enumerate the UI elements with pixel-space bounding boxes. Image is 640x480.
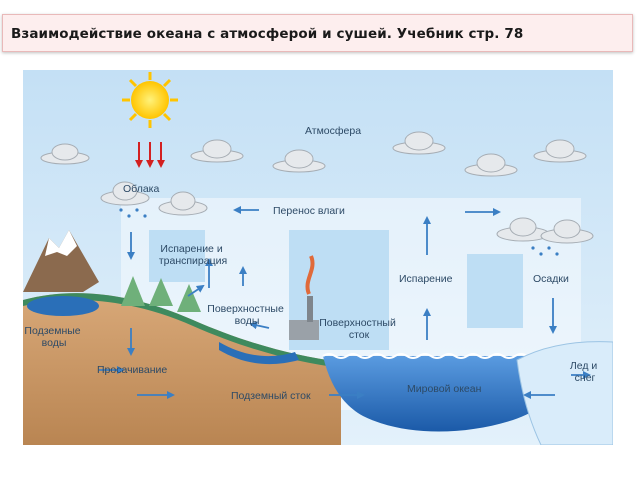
clouds	[40, 131, 594, 244]
label-ice-snow: Лед и снег	[570, 360, 600, 384]
label-groundwater: Подземные воды	[24, 325, 83, 349]
sun-icon	[122, 72, 178, 128]
label-world-ocean: Мировой океан	[407, 383, 482, 395]
page-title: Взаимодействие океана с атмосферой и суш…	[11, 26, 524, 42]
label-moisture-transfer: Перенос влаги	[273, 205, 345, 217]
label-surface-runoff: Поверхностный сток	[319, 317, 399, 341]
label-infiltration: Просачивание	[97, 364, 167, 376]
label-atmosphere: Атмосфера	[305, 125, 361, 137]
label-clouds: Облака	[123, 183, 160, 195]
land	[23, 293, 341, 445]
factory-icon	[289, 255, 319, 340]
sun-ray-arrows	[135, 142, 165, 168]
label-surface-water: Поверхностные воды	[207, 303, 286, 327]
grass	[23, 293, 341, 368]
label-precipitation: Осадки	[533, 273, 569, 285]
lake	[27, 296, 99, 316]
water-cycle-diagram: Атмосфера Облака Перенос влаги Испарение…	[23, 70, 613, 445]
label-underground-runoff: Подземный сток	[231, 390, 311, 402]
flow-arrows	[99, 206, 591, 399]
trees	[121, 276, 201, 312]
mountain	[23, 230, 99, 292]
ocean	[323, 356, 583, 432]
label-evaporation: Испарение	[399, 273, 453, 285]
label-evapotranspiration: Испарение и транспирация	[159, 243, 227, 267]
title-bar: Взаимодействие океана с атмосферой и суш…	[2, 14, 633, 52]
ice-shelf	[516, 341, 613, 445]
river	[219, 342, 299, 365]
rain-drops	[119, 208, 559, 256]
